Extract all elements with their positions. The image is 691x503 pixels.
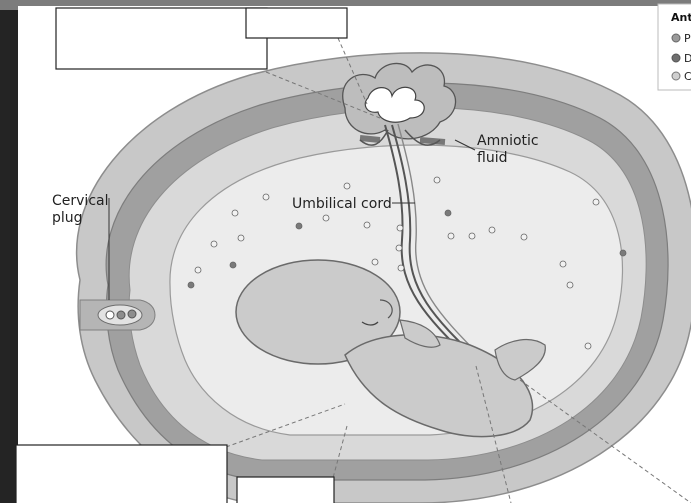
bottom-center-answer-box[interactable] <box>237 477 334 503</box>
particle <box>296 223 302 229</box>
plug-cell <box>128 310 136 318</box>
legend-title: Ant <box>671 11 691 24</box>
plug-cell <box>106 311 114 319</box>
particle <box>232 210 238 216</box>
particle <box>195 267 201 273</box>
plug-cell <box>117 311 125 319</box>
legend: Ant P D C <box>658 4 691 90</box>
particle <box>448 233 454 239</box>
top-left-answer-box[interactable] <box>56 8 267 69</box>
particle <box>398 265 404 271</box>
particle <box>469 233 475 239</box>
amniotic-fluid-label-line1: Amniotic <box>477 133 539 149</box>
particle <box>397 225 403 231</box>
particle <box>344 183 350 189</box>
particle <box>489 227 495 233</box>
amniotic-fluid-label-line2: fluid <box>477 150 507 166</box>
particle <box>364 222 370 228</box>
umbilical-cord-label: Umbilical cord <box>292 196 392 212</box>
legend-dot-c <box>672 72 680 80</box>
cervical-plug-label-line2: plug <box>52 210 83 226</box>
particle <box>620 250 626 256</box>
particle <box>593 199 599 205</box>
particle <box>434 177 440 183</box>
particle <box>445 210 451 216</box>
particle <box>521 234 527 240</box>
particle <box>238 235 244 241</box>
particle <box>323 215 329 221</box>
legend-item-c: C <box>684 70 691 83</box>
particle <box>567 282 573 288</box>
particle <box>585 343 591 349</box>
particle <box>372 259 378 265</box>
legend-item-p: P <box>684 32 691 45</box>
legend-dot-d <box>672 54 680 62</box>
top-small-answer-box[interactable] <box>246 8 347 38</box>
particle <box>396 245 402 251</box>
particle <box>211 241 217 247</box>
bottom-left-answer-box[interactable] <box>16 445 227 503</box>
particle <box>560 261 566 267</box>
particle <box>188 282 194 288</box>
cervical-plug-label-line1: Cervical <box>52 193 109 209</box>
particle <box>230 262 236 268</box>
particle <box>263 194 269 200</box>
legend-dot-p <box>672 34 680 42</box>
legend-item-d: D <box>684 52 691 65</box>
